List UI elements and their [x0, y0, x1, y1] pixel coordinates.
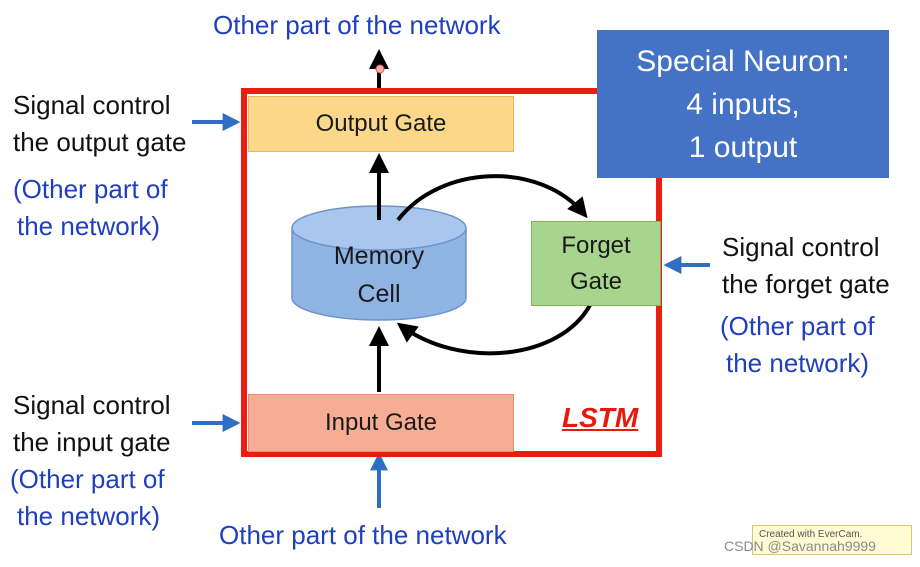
forget-signal-sub2: the network) [726, 348, 870, 378]
forget-signal-annotation: Signal control the forget gate (Other pa… [720, 229, 890, 382]
special-neuron-line2: 4 inputs, [686, 87, 800, 121]
cursor-dot [375, 64, 385, 74]
output-signal-line2: the output gate [13, 127, 187, 157]
input-signal-line1: Signal control [13, 390, 171, 420]
input-gate: Input Gate [248, 394, 514, 452]
output-signal-line1: Signal control [13, 90, 171, 120]
bottom-network-label: Other part of the network [219, 520, 507, 550]
watermark-text: Created with EverCam. [759, 529, 863, 540]
memory-cell-line1: Memory [333, 242, 425, 270]
special-neuron-line1: Special Neuron: [636, 44, 850, 78]
output-signal-sub1: (Other part of [13, 174, 168, 204]
input-signal-sub1: (Other part of [10, 464, 165, 494]
forget-gate-label-line1: Forget [561, 231, 631, 259]
output-gate: Output Gate [248, 96, 514, 152]
input-signal-sub2: the network) [17, 501, 161, 531]
special-neuron-box: Special Neuron: 4 inputs, 1 output [597, 30, 889, 178]
forget-signal-line1: Signal control [722, 232, 880, 262]
output-gate-label: Output Gate [315, 110, 447, 137]
memory-cell-line2: Cell [357, 280, 401, 308]
output-signal-sub2: the network) [17, 211, 161, 241]
output-signal-annotation: Signal control the output gate (Other pa… [13, 87, 186, 245]
input-signal-line2: the input gate [13, 427, 171, 457]
evercam-watermark: Created with EverCam. [752, 525, 912, 555]
top-network-label: Other part of the network [213, 10, 501, 40]
memory-cell-label: Memory Cell [292, 237, 466, 313]
arrow-forget-to-cell [396, 304, 592, 356]
forget-signal-line2: the forget gate [722, 269, 890, 299]
forget-signal-sub1: (Other part of [720, 311, 875, 341]
special-neuron-line3: 1 output [688, 130, 798, 164]
csdn-watermark: CSDN @Savannah9999 [724, 538, 876, 554]
forget-gate: Forget Gate [531, 221, 661, 306]
lstm-label: LSTM [562, 402, 639, 433]
input-signal-annotation: Signal control the input gate (Other par… [10, 387, 171, 535]
arrow-cell-to-forget [396, 174, 588, 222]
forget-gate-label-line2: Gate [569, 267, 623, 295]
input-gate-label: Input Gate [324, 409, 438, 436]
